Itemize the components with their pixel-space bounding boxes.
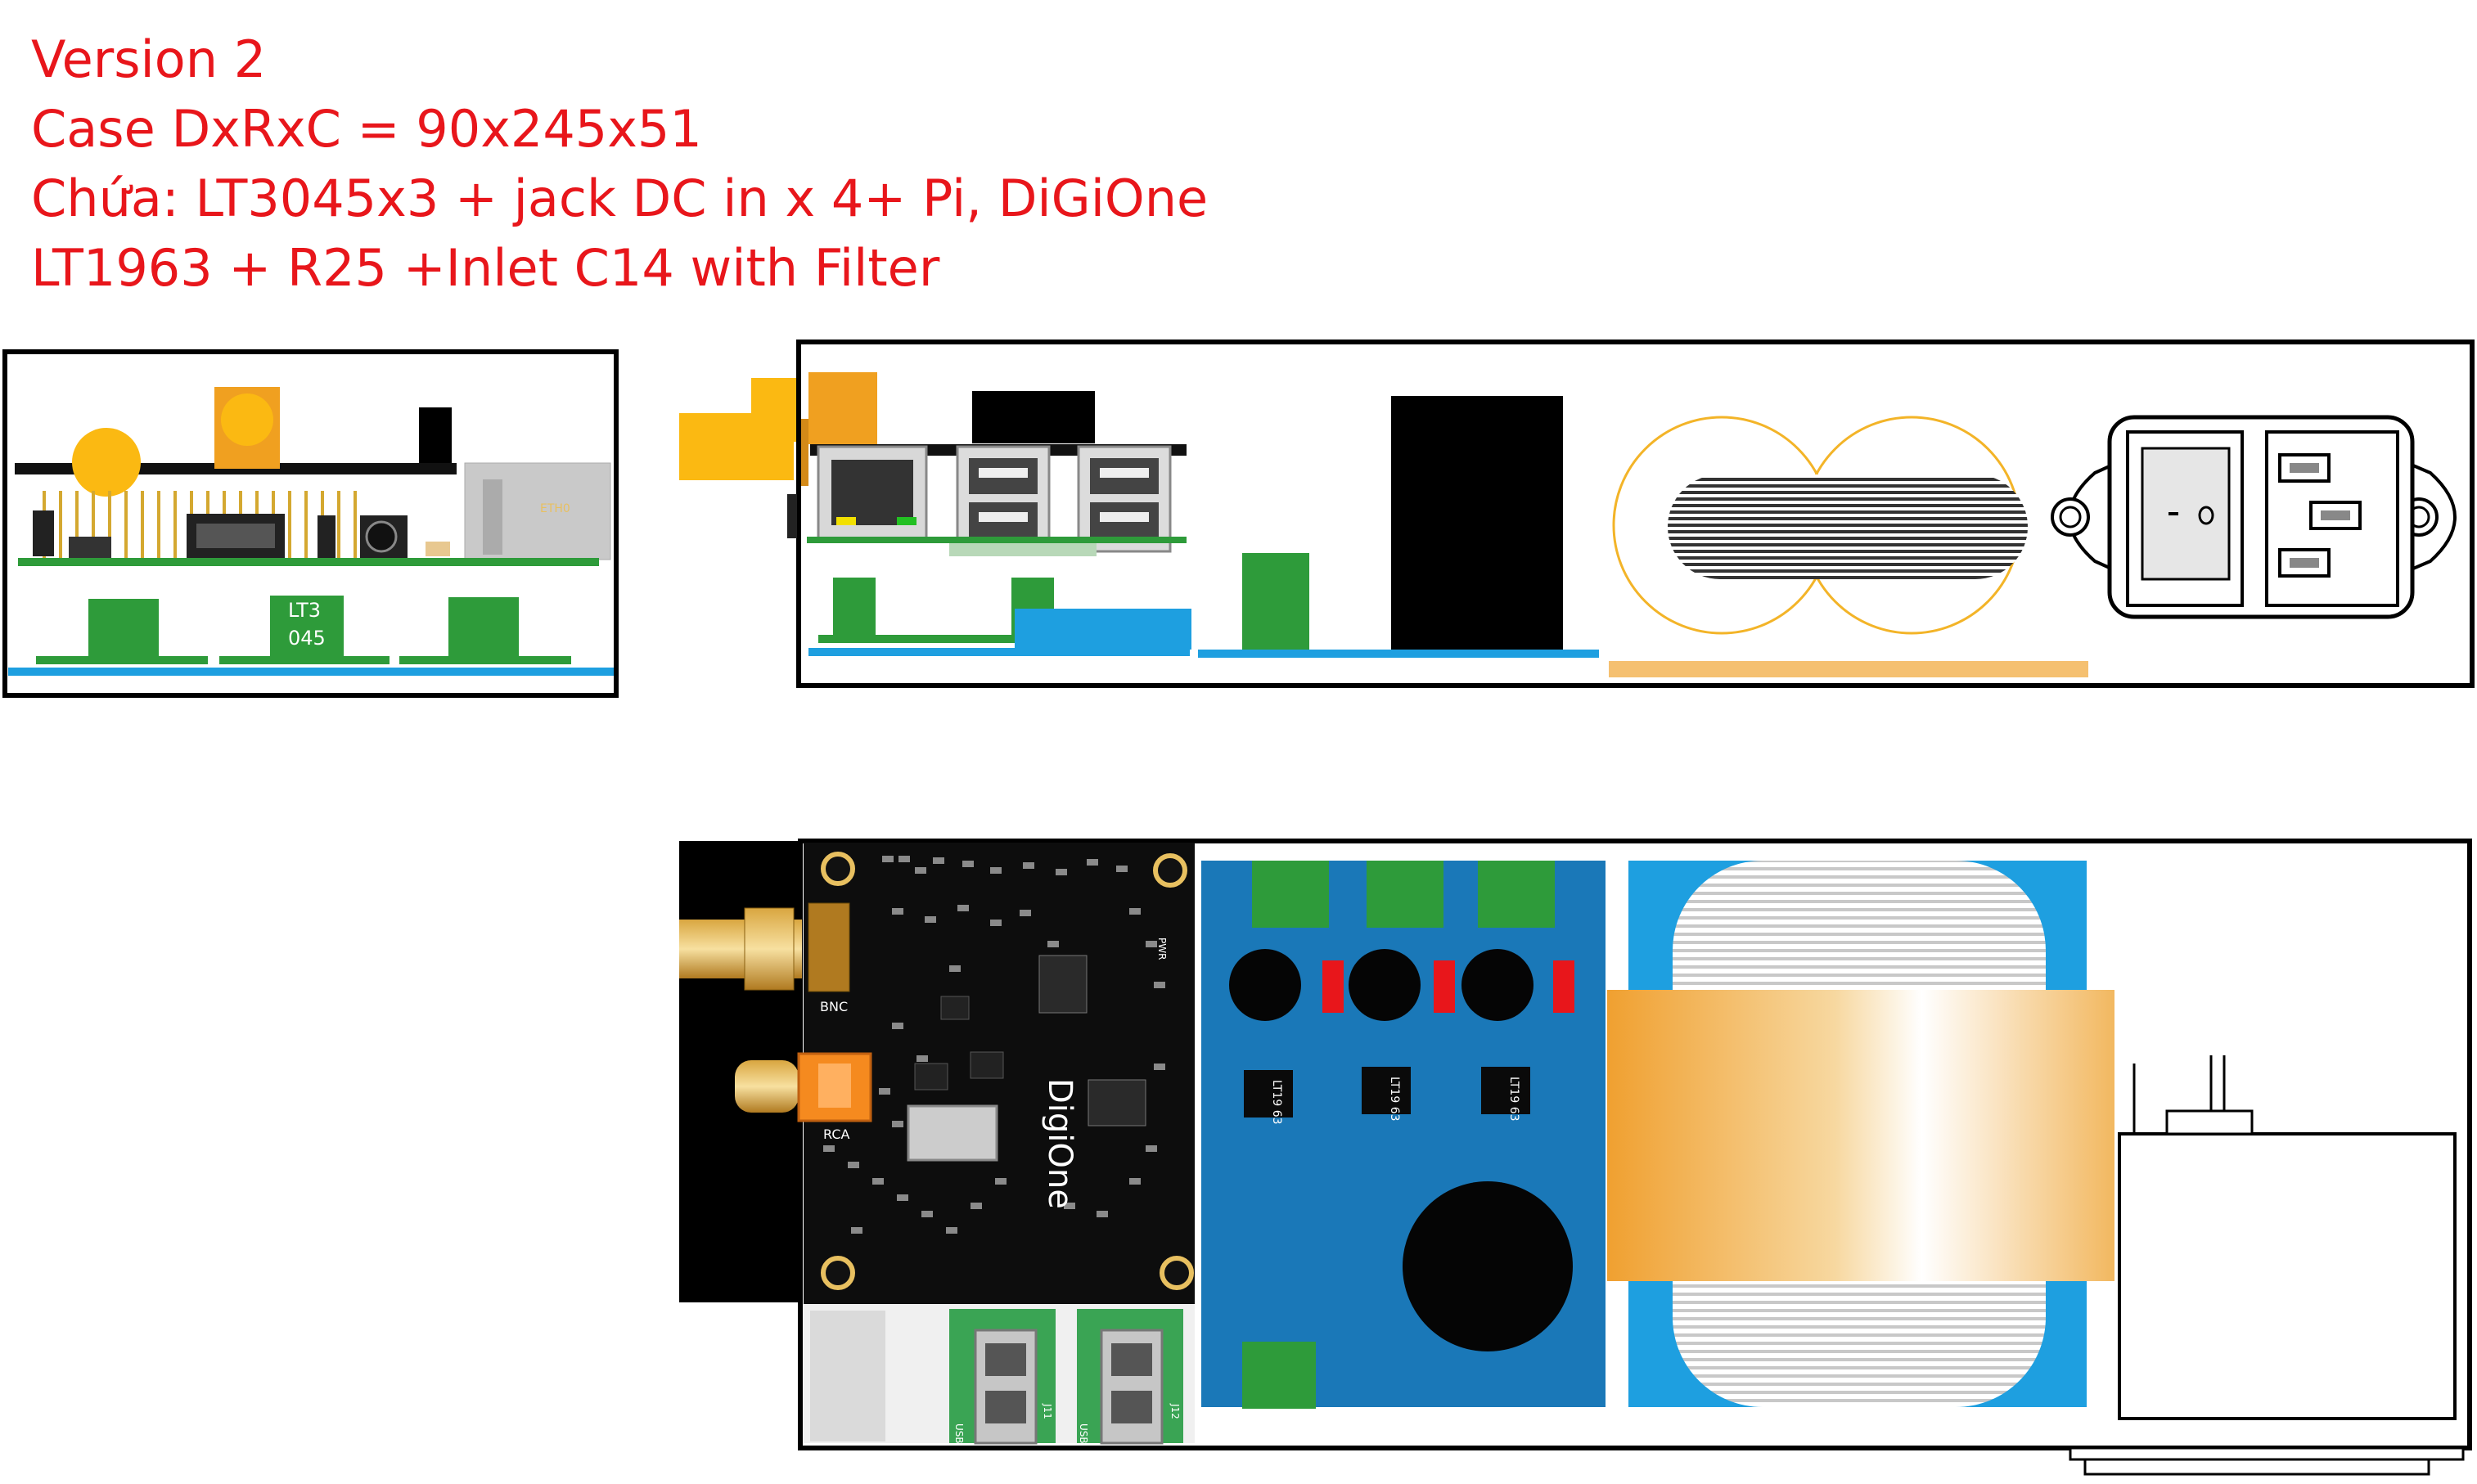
lt3045-module-1 — [88, 599, 159, 656]
title-line-4: LT1963 + R25 +Inlet C14 with Filter — [31, 238, 940, 298]
jack-label-1: J11 — [1042, 1403, 1053, 1419]
eth-led-green — [897, 517, 916, 525]
micro-usb-port — [69, 537, 111, 558]
protruding-orange — [808, 372, 877, 444]
green-terminal-4 — [1242, 1342, 1316, 1409]
regulator-module-a — [833, 578, 876, 635]
jack-label-2: J12 — [1169, 1403, 1181, 1419]
mount-hole-1 — [821, 852, 855, 886]
eth-port-side — [483, 479, 502, 555]
usb-label-1: USB — [953, 1423, 965, 1444]
lt1963-chip-1 — [1244, 1070, 1293, 1117]
case-outline-left — [2, 349, 619, 698]
big-capacitor — [1403, 1181, 1573, 1351]
mount-hole-4 — [1160, 1256, 1194, 1290]
lt1963-label-2: LT19 63 — [1388, 1077, 1401, 1122]
bnc-label: BNC — [820, 999, 848, 1014]
ethernet-port-inner — [831, 460, 913, 525]
title-line-3: Chứa: LT3045x3 + jack DC in x 4+ Pi, DiG… — [31, 169, 1209, 228]
transformer-winding — [1668, 474, 2028, 579]
usb-label-2: USB — [1078, 1423, 1089, 1444]
cap-2 — [1349, 949, 1421, 1021]
title-line-1: Version 2 — [31, 29, 267, 89]
lt3045-module-2 — [270, 596, 344, 656]
eth-led-yellow — [836, 517, 856, 525]
usb-port-bottom-2 — [1100, 1329, 1164, 1445]
regulator-pcb — [818, 635, 1056, 643]
audio-jack-hole — [365, 520, 398, 553]
red-resistor-1 — [1322, 960, 1344, 1013]
lt3045-pcb-2 — [219, 656, 390, 664]
protruding-yellow-top — [751, 378, 797, 442]
mount-hole-3 — [821, 1256, 855, 1290]
smd-components — [823, 856, 1165, 1234]
iec-inlet — [2051, 415, 2457, 619]
base-rail-left — [8, 668, 614, 676]
yellow-capacitor — [72, 428, 141, 497]
side-connector-b — [318, 515, 336, 558]
lt1963-chip-2 — [1362, 1067, 1411, 1114]
title-block: Version 2 Case DxRxC = 90x245x51 Chứa: L… — [31, 25, 1208, 303]
smd-chip-2 — [914, 1063, 948, 1091]
cap-3 — [1461, 949, 1533, 1021]
digione-logo-text: DigiOne — [1041, 1078, 1079, 1209]
black-block-small — [419, 407, 452, 463]
lt3045-module-3 — [448, 597, 519, 656]
ic-chip-top — [1038, 955, 1088, 1014]
lt1963-chip-3 — [1481, 1067, 1530, 1114]
bnc-connector — [679, 902, 850, 992]
lt1963-label-3: LT19 63 — [1507, 1077, 1520, 1122]
black-block-top — [972, 391, 1095, 443]
side-view-left: ETH0 LT3 045 — [2, 349, 619, 698]
lt1963-module-side — [1242, 553, 1309, 650]
green-terminal-2 — [1367, 861, 1443, 928]
lt3045-label-line2: 045 — [288, 627, 326, 650]
rail-blue-2 — [1198, 650, 1599, 658]
black-heatsink — [1391, 396, 1563, 650]
green-terminal-1 — [1252, 861, 1329, 928]
usb-port-bottom-1 — [974, 1329, 1038, 1445]
cap-1 — [1229, 949, 1301, 1021]
side-jack — [787, 494, 797, 538]
eth-label: ETH0 — [540, 502, 570, 515]
top-view: BNC RCA PWR DigiOne USB — [679, 839, 2472, 1476]
red-resistor-2 — [1434, 960, 1455, 1013]
lt3045-pcb-3 — [399, 656, 571, 664]
rca-connector — [735, 1052, 872, 1122]
transformer-coil — [1607, 990, 2114, 1281]
title-line-2: Case DxRxC = 90x245x51 — [31, 99, 702, 159]
pi-pcb — [18, 558, 599, 566]
hdmi-port-inner — [196, 524, 275, 548]
green-terminal-3 — [1478, 861, 1555, 928]
crystal-oscillator — [907, 1104, 998, 1162]
orange-connector-cap — [221, 393, 273, 446]
usb-stack-2 — [1077, 445, 1172, 553]
transformer-base — [1609, 661, 2088, 677]
side-view-right — [679, 340, 2475, 688]
smd-chip-1 — [940, 996, 970, 1020]
iec-inlet-top — [2069, 1055, 2465, 1476]
lt1963-label-1: LT19 63 — [1270, 1080, 1283, 1125]
small-component — [426, 542, 450, 556]
pcb-strip — [949, 543, 1097, 556]
red-resistor-3 — [1553, 960, 1574, 1013]
pi-pcb-right — [807, 537, 1187, 543]
blue-board — [1015, 609, 1191, 650]
rca-label: RCA — [823, 1126, 849, 1142]
pwr-label: PWR — [1156, 938, 1168, 960]
case-outline-right — [796, 340, 2475, 688]
mount-hole-2 — [1153, 853, 1187, 888]
lt3045-pcb-1 — [36, 656, 208, 664]
ethernet-under — [810, 1311, 885, 1441]
rail-blue-1 — [808, 648, 1190, 656]
ic-chip-main — [1088, 1079, 1146, 1126]
lt3045-label-line1: LT3 — [288, 599, 321, 622]
side-connector-a — [33, 510, 54, 556]
usb-stack-1 — [956, 445, 1051, 553]
smd-chip-3 — [970, 1051, 1004, 1079]
